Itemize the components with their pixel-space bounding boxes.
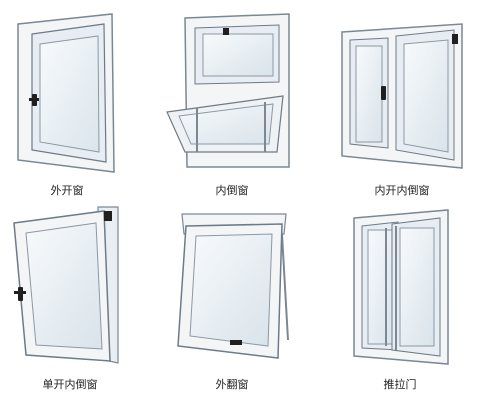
window-awning bbox=[172, 210, 292, 365]
caption-tilt-turn: 内开内倒窗 bbox=[374, 184, 430, 197]
window-sliding-door bbox=[350, 208, 450, 366]
window-single-tilt-turn bbox=[8, 205, 123, 365]
caption-hopper: 内倒窗 bbox=[215, 184, 249, 197]
window-outward-casement bbox=[12, 12, 122, 177]
caption-sliding-door: 推拉门 bbox=[383, 378, 417, 391]
caption-single-tilt-turn: 单开内倒窗 bbox=[42, 378, 98, 391]
caption-outward-casement: 外开窗 bbox=[50, 184, 84, 197]
window-tilt-turn bbox=[338, 22, 466, 170]
hopper-illustration bbox=[166, 13, 290, 168]
window-hopper bbox=[165, 12, 295, 172]
single-tilt-turn-illustration bbox=[13, 206, 119, 364]
tilt-turn-illustration bbox=[341, 23, 463, 169]
caption-awning: 外翻窗 bbox=[215, 378, 249, 391]
awning-illustration bbox=[177, 213, 289, 359]
sliding-door-illustration bbox=[353, 209, 449, 365]
outward-casement-illustration bbox=[17, 13, 115, 173]
